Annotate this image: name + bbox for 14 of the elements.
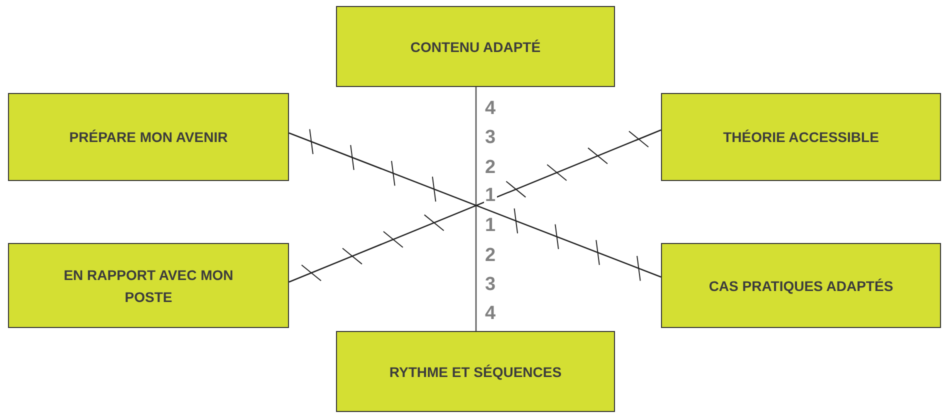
criterion-box <box>336 6 615 87</box>
criterion-box <box>8 243 289 328</box>
criterion-label: EN RAPPORT AVEC MON POSTE <box>64 266 234 306</box>
scale-number: 1 <box>484 186 497 206</box>
criterion-box <box>336 331 615 412</box>
criterion-box <box>661 243 941 328</box>
criterion-box <box>661 93 941 181</box>
criterion-label: RYTHME ET SÉQUENCES <box>389 362 562 382</box>
criterion-label: CONTENU ADAPTÉ <box>410 38 541 56</box>
criterion-label: PRÉPARE MON AVENIR <box>69 128 228 147</box>
scale-line <box>475 87 477 331</box>
criterion-label: THÉORIE ACCESSIBLE <box>723 128 879 147</box>
criterion-box <box>8 93 289 181</box>
criterion-label: CAS PRATIQUES ADAPTÉS <box>708 276 894 296</box>
